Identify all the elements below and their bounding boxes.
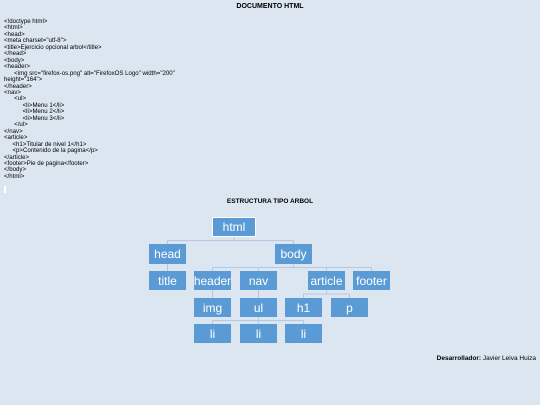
code-line: <title>Ejercicio opcional arbol</title> bbox=[4, 43, 102, 51]
code-line: <article> bbox=[4, 134, 28, 142]
code-listing: <!doctype html><html><head><meta charset… bbox=[4, 18, 175, 180]
tree-node-body: body bbox=[275, 244, 312, 264]
credit-name: Javier Leiva Huiza bbox=[482, 355, 536, 362]
code-line: <li>Menu 3</li> bbox=[4, 114, 65, 122]
code-line: <footer>Pie de pagina</footer> bbox=[4, 159, 89, 167]
tree-node-header: header bbox=[194, 271, 231, 290]
tree-node-li3: li bbox=[285, 324, 322, 343]
tree-node-title: title bbox=[149, 271, 186, 290]
tree-node-li1: li bbox=[194, 324, 231, 343]
code-line: <header> bbox=[4, 63, 31, 71]
code-line: <p>Contenido de la pagina</p> bbox=[4, 147, 98, 155]
code-line: </header> bbox=[4, 82, 32, 90]
document-title: DOCUMENTO HTML bbox=[236, 3, 304, 10]
code-line: </body> bbox=[4, 166, 27, 174]
tree-node-img: img bbox=[194, 298, 231, 317]
tree-node-p: p bbox=[331, 298, 368, 317]
code-line: <body> bbox=[4, 56, 25, 64]
tree-node-footer: footer bbox=[353, 271, 390, 290]
tree-node-li2: li bbox=[240, 324, 277, 343]
tree-node-head: head bbox=[149, 244, 186, 264]
code-line: </ul> bbox=[4, 121, 28, 129]
tree-node-ul: ul bbox=[240, 298, 277, 317]
tree-node-article: article bbox=[308, 271, 345, 290]
code-line: height="164"> bbox=[4, 76, 43, 84]
code-line: </html> bbox=[4, 172, 25, 180]
code-line: <nav> bbox=[4, 88, 21, 96]
code-line: </nav> bbox=[4, 127, 23, 135]
code-line: </head> bbox=[4, 50, 27, 58]
code-line: </article> bbox=[4, 153, 30, 161]
code-line: <img src="firefox-os.png" alt="FirefoxOS… bbox=[4, 69, 175, 77]
text-cursor bbox=[4, 186, 6, 193]
code-line: <!doctype html> bbox=[4, 18, 48, 25]
code-line: <li>Menu 2</li> bbox=[4, 108, 65, 116]
tree-node-nav: nav bbox=[240, 271, 277, 290]
code-line: <h1>Titular de nivel 1</h1> bbox=[4, 140, 87, 148]
code-line: <li>Menu 1</li> bbox=[4, 101, 65, 109]
code-line: <ul> bbox=[4, 95, 27, 103]
tree-node-html: html bbox=[212, 217, 256, 237]
developer-credit: Desarrollador: Javier Leiva Huiza bbox=[437, 355, 536, 362]
code-line: <head> bbox=[4, 30, 25, 38]
code-line: <html> bbox=[4, 24, 23, 32]
tree-title: ESTRUCTURA TIPO ARBOL bbox=[226, 198, 314, 205]
credit-label: Desarrollador: bbox=[436, 355, 482, 362]
code-line: <meta charset="utf-8"> bbox=[4, 37, 67, 45]
tree-node-h1: h1 bbox=[285, 298, 322, 317]
